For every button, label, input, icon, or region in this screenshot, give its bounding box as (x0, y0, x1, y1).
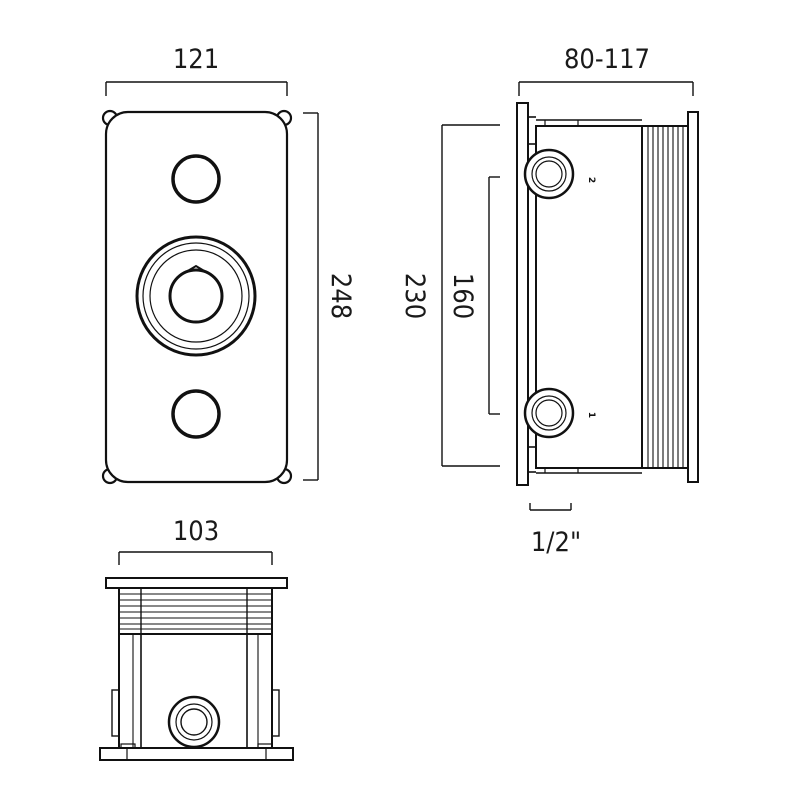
bottom-knob (171, 389, 221, 439)
port-1-label: 1 (586, 412, 596, 418)
side-view: 80-117 230 160 (399, 44, 699, 558)
mounting-flange (516, 102, 536, 486)
threaded-extension (641, 111, 699, 483)
port-spacing-dimension: 160 (447, 176, 500, 415)
bottom-width-dimension: 103 (118, 516, 273, 565)
bottom-threaded-section (118, 587, 273, 635)
bottom-width-label: 103 (173, 516, 219, 547)
side-height-label: 230 (399, 273, 430, 319)
bottom-flange (105, 577, 288, 589)
faceplate (104, 110, 289, 484)
port-size-dimension: 1/2" (529, 503, 581, 558)
front-width-dimension: 121 (105, 44, 288, 96)
central-control (135, 235, 257, 357)
front-view: 121 248 (101, 44, 356, 485)
front-width-label: 121 (173, 44, 219, 75)
side-depth-label: 80-117 (564, 44, 650, 75)
bottom-view: 103 (99, 516, 294, 761)
port-size-label: 1/2" (531, 527, 581, 558)
bottom-port (167, 695, 221, 749)
port-1: 1 (523, 387, 596, 439)
top-knob (171, 154, 221, 204)
port-spacing-label: 160 (447, 273, 478, 319)
side-depth-dimension: 80-117 (518, 44, 694, 96)
front-height-label: 248 (325, 273, 356, 319)
front-height-dimension: 248 (303, 112, 356, 481)
port-2: 2 (523, 148, 596, 200)
port-2-label: 2 (586, 177, 596, 183)
side-height-dimension: 230 (399, 124, 500, 467)
